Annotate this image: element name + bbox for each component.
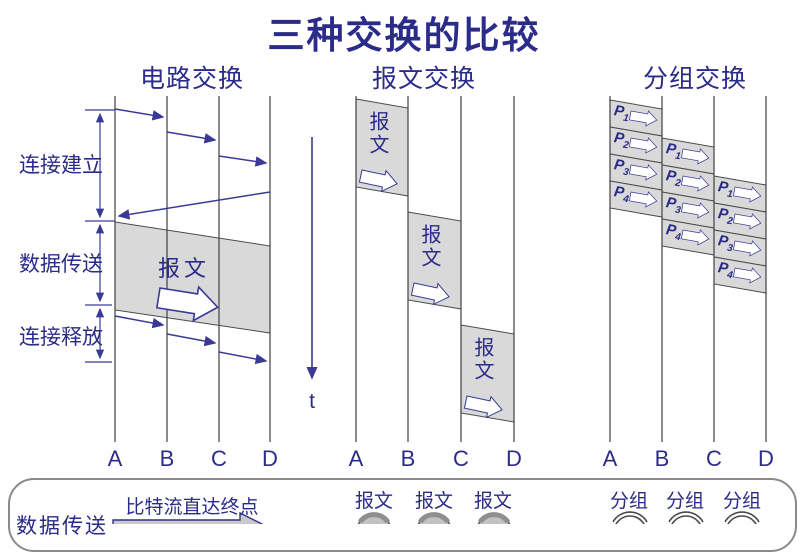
bitstream-arrow-icon — [112, 511, 264, 524]
message-sphere-icons — [357, 512, 511, 524]
message-switching-diagram — [355, 96, 515, 442]
legend-packet-label: 分组 — [609, 491, 648, 512]
station-label: A — [107, 446, 123, 471]
time-axis-label: t — [309, 390, 315, 413]
message-box-label: 报文 — [418, 224, 440, 270]
packet-label: P4 — [612, 183, 630, 206]
station-label: D — [506, 446, 522, 471]
station-label: A — [602, 446, 618, 471]
legend-message-label: 报文 — [354, 491, 393, 512]
legend-graphics — [112, 511, 760, 524]
legend-packet-label: 分组 — [722, 491, 761, 512]
packet-label: P2 — [612, 129, 630, 152]
packet-switching-diagram — [609, 96, 767, 442]
legend-message-label: 报文 — [414, 491, 453, 512]
packet-circle-icons — [612, 511, 760, 524]
station-label: C — [453, 446, 469, 471]
station-label: D — [262, 446, 278, 471]
phase-dimension-lines — [85, 109, 115, 363]
slide-canvas: { "title": "三种交换的比较", "sections": [ { "h… — [8, 15, 797, 552]
phase-label-data: 数据传送 — [19, 253, 103, 276]
packet-label: P2 — [664, 167, 682, 190]
packet-label: P2 — [716, 205, 734, 228]
packet-label: P4 — [664, 221, 682, 244]
packet-label: P3 — [612, 156, 630, 179]
packet-label: P1 — [716, 178, 734, 201]
station-label: C — [211, 446, 227, 471]
column-header-circuit: 电路交换 — [139, 65, 244, 93]
setup-signal-arrows — [114, 108, 271, 220]
legend-row-label: 数据传送 — [16, 515, 108, 538]
column-header-message: 报文交换 — [371, 65, 476, 93]
legend-circuit-note: 比特流直达终点 — [125, 497, 259, 518]
legend-message-label: 报文 — [473, 491, 512, 512]
switching-diagram-graphics — [85, 96, 767, 524]
release-signal-arrows — [114, 315, 268, 365]
station-label: B — [159, 446, 175, 471]
packet-label: P1 — [612, 102, 630, 125]
station-label: B — [654, 446, 670, 471]
packet-label: P1 — [664, 140, 682, 163]
station-label: A — [348, 446, 364, 471]
message-box-label: 报文 — [366, 111, 388, 157]
station-label: D — [758, 446, 774, 471]
packet-label: P4 — [716, 259, 734, 282]
message-box-label: 报文 — [471, 337, 493, 383]
circuit-station-lines — [114, 96, 271, 442]
phase-label-release: 连接释放 — [19, 326, 103, 349]
packet-station-lines — [609, 96, 767, 442]
circuit-switching-diagram — [85, 96, 271, 442]
station-label: C — [706, 446, 722, 471]
message-station-lines — [355, 96, 515, 442]
page-title: 三种交换的比较 — [267, 15, 541, 56]
phase-label-setup: 连接建立 — [19, 154, 103, 177]
circuit-message-box-label: 报文 — [158, 256, 211, 281]
packet-label: P3 — [664, 194, 682, 217]
legend-packet-label: 分组 — [665, 491, 704, 512]
packet-label: P3 — [716, 232, 734, 255]
station-label: B — [400, 446, 416, 471]
column-header-packet: 分组交换 — [642, 65, 747, 93]
